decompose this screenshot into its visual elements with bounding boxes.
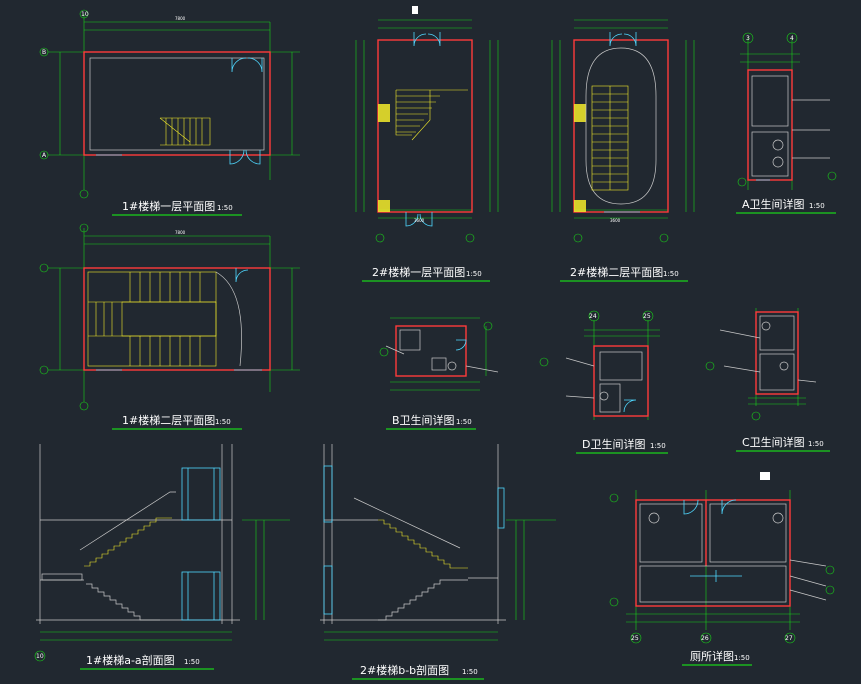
restroom-detail: 25 26 27 (609, 472, 835, 644)
title-stair1-floor2: 1#楼梯二层平面图 (122, 413, 215, 427)
dim-label: 7800 (175, 230, 186, 235)
title-toilet-d: D卫生间详图 (582, 437, 645, 451)
axis-bubble: 27 (785, 635, 793, 642)
title-restroom: 厕所详图 (690, 649, 734, 663)
axis-bubble: 10 (81, 11, 89, 18)
scale-stair2-section: 1:50 (462, 668, 478, 676)
dim-label: 3600 (610, 218, 621, 223)
axis-bubble: A (42, 152, 47, 159)
stair2-floor1-plan (355, 6, 499, 243)
scale-stair1-floor2: 1:50 (215, 418, 231, 426)
stair1-floor1-plan: 10 B A 7800 (39, 9, 300, 199)
title-stair2-floor2: 2#楼梯二层平面图 (570, 265, 663, 279)
title-toilet-a: A卫生间详图 (742, 197, 805, 211)
axis-bubble: 3 (746, 35, 750, 42)
dim-label: 3600 (414, 218, 425, 223)
title-stair2-section: 2#楼梯b-b剖面图 (360, 663, 449, 677)
toilet-c-detail (705, 308, 817, 421)
toilet-d-detail: 24 25 (539, 310, 660, 420)
stair1-floor2-plan: 7800 (39, 223, 300, 411)
title-toilet-c: C卫生间详图 (742, 435, 805, 449)
scale-stair2-floor2: 1:50 (663, 270, 679, 278)
scale-toilet-c: 1:50 (808, 440, 824, 448)
scale-restroom: 1:50 (734, 654, 750, 662)
dim-label: 7800 (175, 16, 186, 21)
stair1-section-aa: 10 (34, 444, 290, 662)
axis-bubble: 25 (631, 635, 639, 642)
axis-bubble: 25 (643, 313, 651, 320)
title-toilet-b: B卫生间详图 (392, 413, 455, 427)
scale-stair1-floor1: 1:50 (217, 204, 233, 212)
scale-toilet-d: 1:50 (650, 442, 666, 450)
axis-bubble: B (42, 49, 46, 56)
title-stair1-floor1: 1#楼梯一层平面图 (122, 199, 215, 213)
toilet-b-detail (379, 317, 499, 391)
stair2-floor2-plan (551, 19, 695, 243)
toilet-a-detail: 3 4 (737, 32, 837, 190)
title-stair2-floor1: 2#楼梯一层平面图 (372, 265, 465, 279)
scale-stair1-section: 1:50 (184, 658, 200, 666)
axis-bubble: 4 (790, 35, 794, 42)
scale-stair2-floor1: 1:50 (466, 270, 482, 278)
stair2-section-bb (320, 444, 556, 641)
title-stair1-section: 1#楼梯a-a剖面图 (86, 653, 175, 667)
scale-toilet-b: 1:50 (456, 418, 472, 426)
axis-bubble: 24 (589, 313, 597, 320)
axis-bubble: 10 (36, 653, 44, 660)
axis-bubble: 26 (701, 635, 709, 642)
scale-toilet-a: 1:50 (809, 202, 825, 210)
